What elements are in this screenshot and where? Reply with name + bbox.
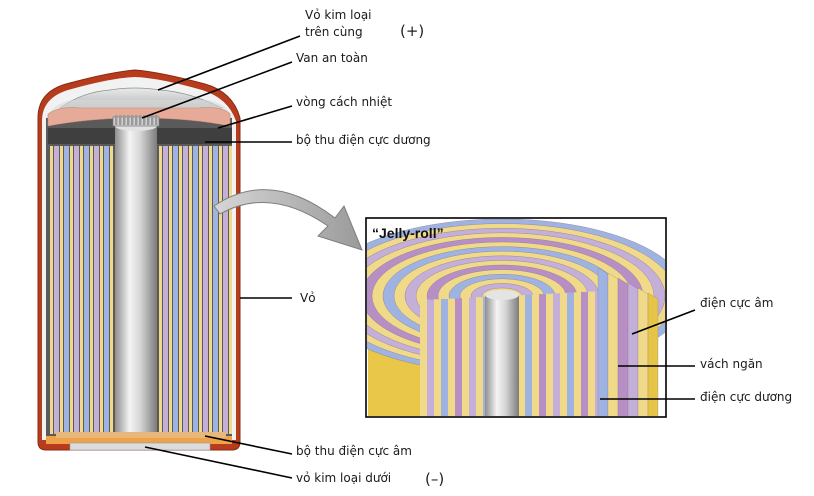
electrode-strip (70, 146, 73, 434)
valve-tooth (151, 115, 154, 125)
side-layer (647, 292, 659, 416)
minus-sign: (–) (425, 470, 444, 488)
face-strip (448, 298, 455, 416)
electrode-strip (50, 146, 53, 434)
face-strip (525, 294, 532, 416)
face-strip (518, 295, 525, 416)
face-strip (441, 298, 448, 416)
label-top-metal-cap-1: Vỏ kim loại (305, 8, 372, 22)
electrode-strip (203, 146, 208, 434)
inset-title: “Jelly-roll” (372, 225, 444, 241)
electrode-strip (199, 146, 202, 434)
face-strip (539, 294, 546, 416)
electrode-strip (223, 146, 228, 434)
electrode-strip (229, 146, 232, 434)
electrode-strip (179, 146, 182, 434)
electrode-strip (110, 146, 113, 434)
label-bottom-metal-cap: vỏ kim loại dưới (296, 471, 391, 485)
negative-collector-plate (46, 436, 232, 444)
electrode-strip (209, 146, 212, 434)
face-strip (546, 293, 553, 416)
valve-tooth (147, 115, 150, 125)
side-layer (597, 267, 609, 416)
label-safety-valve: Van an toàn (296, 51, 368, 65)
labels: Vỏ kim loại trên cùng (+) Van an toàn vò… (296, 8, 792, 488)
electrode-strip (100, 146, 103, 434)
label-insulating-ring: vòng cách nhiệt (296, 95, 392, 109)
electrode-strip (173, 146, 178, 434)
electrode-strip (213, 146, 218, 434)
label-separator: vách ngăn (700, 357, 763, 371)
label-negative-electrode: điện cực âm (700, 296, 773, 310)
electrode-strip (169, 146, 172, 434)
side-layer (637, 287, 649, 416)
valve-tooth (123, 115, 126, 125)
valve-tooth (135, 115, 138, 125)
face-strip (532, 294, 539, 416)
plus-sign: (+) (400, 22, 424, 40)
face-strip (462, 297, 469, 416)
electrode-strip (163, 146, 168, 434)
face-strip (455, 298, 462, 416)
electrode-strip (64, 146, 69, 434)
face-strip (567, 292, 574, 416)
label-positive-collector: bộ thu điện cực dương (296, 133, 431, 147)
label-positive-electrode: điện cực dương (700, 390, 792, 404)
electrode-strip (159, 146, 162, 434)
valve-tooth (139, 115, 142, 125)
face-strip (574, 292, 581, 416)
electrode-strip (60, 146, 63, 434)
battery-cross-section (37, 69, 241, 451)
face-strip (476, 297, 483, 416)
valve-tooth (143, 115, 146, 125)
central-rod (115, 126, 157, 444)
electrode-strip (104, 146, 109, 434)
valve-tooth (115, 115, 118, 125)
electrode-strip (90, 146, 93, 434)
electrode-strip (74, 146, 79, 434)
side-layer (617, 277, 629, 416)
electrode-strip (54, 146, 59, 434)
face-strip (420, 300, 427, 416)
valve-tooth (119, 115, 122, 125)
side-layer (627, 282, 639, 416)
valve-tooth (155, 115, 158, 125)
electrode-strip (189, 146, 192, 434)
electrode-strip (94, 146, 99, 434)
electrode-strip (219, 146, 222, 434)
bottom-metal-cap (69, 442, 211, 451)
electrode-strips (50, 146, 232, 434)
valve-tooth (131, 115, 134, 125)
label-casing: Vỏ (300, 291, 316, 305)
electrode-strip (80, 146, 83, 434)
valve-tooth (127, 115, 130, 125)
label-top-metal-cap-2: trên cùng (305, 25, 363, 39)
face-strip (469, 297, 476, 416)
electrode-strip (193, 146, 198, 434)
face-strip (553, 293, 560, 416)
label-negative-collector: bộ thu điện cực âm (296, 444, 412, 458)
electrode-strip (84, 146, 89, 434)
face-strip (560, 293, 567, 416)
leader-lines (141, 35, 696, 479)
face-strip (581, 291, 588, 416)
jelly-roll-inset: “Jelly-roll” (365, 217, 667, 418)
side-layer (607, 272, 619, 416)
face-strip (588, 291, 595, 416)
face-strip (434, 299, 441, 416)
electrode-strip (183, 146, 188, 434)
safety-valve (112, 115, 160, 127)
face-strip (427, 299, 434, 416)
curved-arrow-icon (213, 189, 363, 251)
